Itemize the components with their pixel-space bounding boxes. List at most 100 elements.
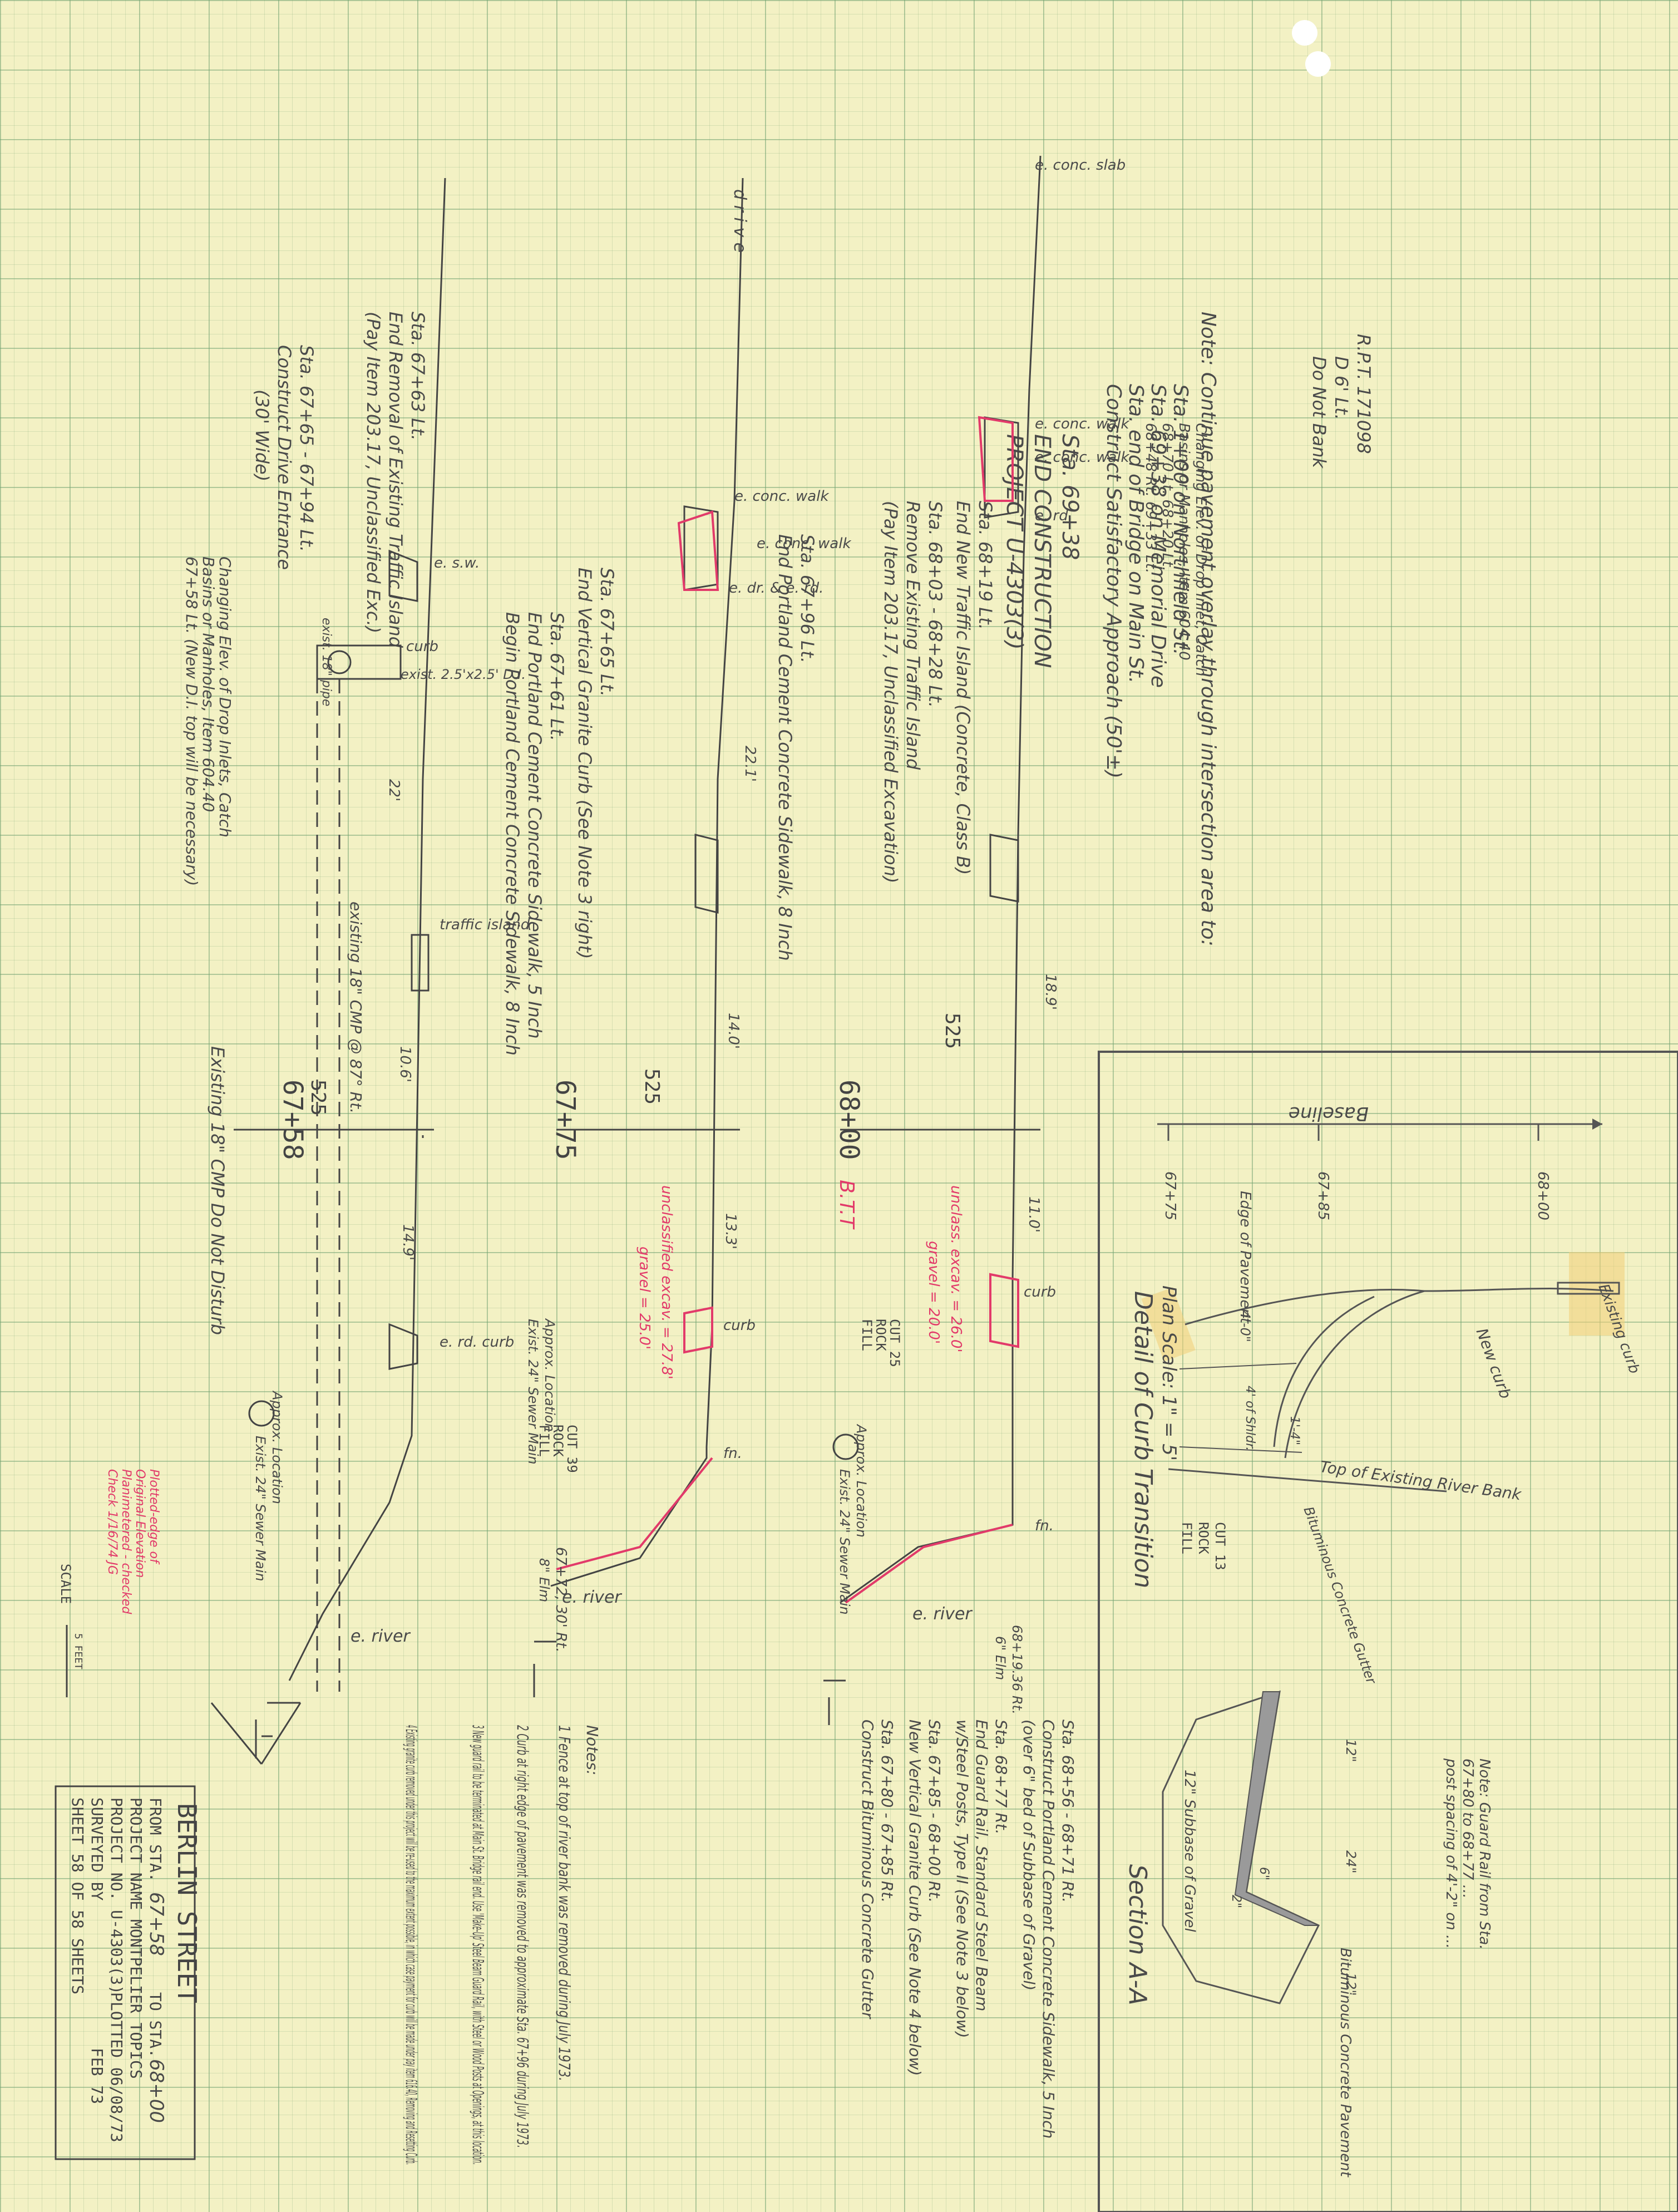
di-top-0: Changing Elev. of Drop Inlet, Catch <box>1192 423 1209 676</box>
numbered-notes: Notes: 1 Fence at top of river bank was … <box>402 1725 601 2165</box>
lr-4: End Guard Rail, Standard Steel Beam <box>973 1720 991 2011</box>
nn-0: Notes: <box>583 1725 601 1775</box>
di-top-1: Basins or Manholes, Item 604.40 <box>1176 423 1192 661</box>
xs2-walk-a: e. conc. walk <box>734 488 829 505</box>
xs2-dim-140: 14.0' <box>725 1013 742 1049</box>
section-dim-12a: 12" <box>1343 1739 1359 1762</box>
xs1-island: traffic island <box>440 917 530 933</box>
detail-sta-2: 67+85 <box>1315 1171 1331 1220</box>
elev-note-3: 6" Elm <box>993 1636 1008 1680</box>
tb-sheet: SHEET 58 OF 58 SHEETS <box>68 1797 87 1994</box>
di-top-3: 68+48 Rt. 69+33 Lt. <box>1142 423 1159 573</box>
xs1-elev: 525 <box>307 1080 329 1116</box>
top-notes: Note: Continue pavement overlay through … <box>1102 312 1220 947</box>
xs3-fn: fn. <box>1035 1518 1054 1534</box>
detail-existing-curb: Existing curb <box>1595 1282 1643 1376</box>
xs1-exist-di: exist. 2.5'x2.5' D.I. <box>401 667 526 682</box>
sewer-loc-a: Approx. Location <box>542 1318 557 1432</box>
tb-date: FEB 73 <box>88 2048 106 2104</box>
cmp-note: Existing 18" CMP Do Not Disturb <box>207 1046 228 1335</box>
elev-note-0: 67+72, 30' Rt. <box>552 1547 569 1653</box>
red-hw-0: Plotted-edge of <box>147 1469 161 1565</box>
tb-from-sta: 67+58 <box>145 1892 167 1956</box>
end-con-0: Sta. 69+38 <box>1057 434 1083 560</box>
detail-shoulder: 4' of Shldr. <box>1243 1386 1257 1451</box>
xs1-dim-106: 10.6' <box>397 1046 413 1082</box>
sewer-a-1: Exist. 24" Sewer Main <box>253 1436 268 1582</box>
cut-a-0: CUT 39 <box>564 1425 580 1473</box>
mid-12: Sta. 67+63 Lt. <box>407 312 428 441</box>
detail-baseline-label: Baseline <box>1289 1102 1369 1125</box>
nn-1: 1 Fence at top of river bank was removed… <box>555 1725 574 2081</box>
nn-3: 3 New guard rail to be terminated at Mai… <box>469 1725 487 2165</box>
xs2-station: 67+75 <box>550 1080 581 1160</box>
xs1-curb: curb <box>406 638 438 655</box>
detail-new-curb: New curb <box>1473 1326 1515 1401</box>
top-note-2: Sta. 69+38 on Memorial Drive <box>1147 384 1169 688</box>
lr-5: w/Steel Posts, Type II (See Note 3 below… <box>953 1720 971 2038</box>
punch-hole <box>1292 20 1317 46</box>
xs2-dim-221: 22.1' <box>742 746 758 782</box>
drop-inlet-top: Changing Elev. of Drop Inlet, Catch Basi… <box>1142 423 1209 676</box>
section-bit-pavement: Bituminous Concrete Pavement <box>1337 1948 1354 2177</box>
mid-0: Sta. 68+19 Lt. <box>975 501 996 630</box>
mid-17: (30' Wide) <box>251 390 273 481</box>
xs2-drive: d r i v e <box>730 189 749 253</box>
mid-6: End Portland Cement Concrete Sidewalk, 8… <box>774 534 796 961</box>
xs3-walk-a: e. conc. walk <box>1035 416 1129 432</box>
top-note-0: Note: Continue pavement overlay through … <box>1197 312 1220 947</box>
xs2-dr-rd: e. dr. & e. rd. <box>729 580 823 597</box>
tb-project-name: PROJECT NAME MONTPELIER TOPICS <box>127 1797 145 2079</box>
xs1-exist-pipe: exist. 18" pipe <box>319 618 333 706</box>
lower-right-notes: Sta. 68+56 - 68+71 Rt. Construct Portlan… <box>858 1720 1077 2139</box>
xs3-station: 68+00 <box>833 1080 865 1160</box>
detail-scale: Plan Scale: 1" = 5' <box>1158 1285 1180 1461</box>
mid-14: (Pay Item 203.17, Unclassified Exc.) <box>363 312 384 633</box>
detail-top-river: Top of Existing River Bank <box>1319 1457 1523 1504</box>
rpt-bank: Do Not Bank <box>1309 356 1330 469</box>
end-construction-block: Sta. 69+38 END CONSTRUCTION PROJECT U-43… <box>1001 434 1083 668</box>
red-markup-6800 <box>845 416 1019 1604</box>
xs3-slab: e. conc. slab <box>1035 157 1126 174</box>
end-con-1: END CONSTRUCTION <box>1029 434 1055 668</box>
red-b-1: gravel = 20.0' <box>925 1241 942 1344</box>
section-dim-2: 2" <box>1229 1895 1243 1908</box>
xs2-fn: fn. <box>723 1445 742 1462</box>
section-title: Section A-A <box>1123 1864 1152 2006</box>
existing-curb <box>1557 1282 1620 1295</box>
detail-sta-1: 67+75 <box>1162 1171 1178 1220</box>
xs1-station: 67+58 <box>277 1080 308 1160</box>
xs3-btt: B.T.T <box>835 1180 858 1230</box>
nn-2: 2 Curb at right edge of pavement was rem… <box>514 1725 532 2148</box>
xs3-dim-189: 18.9' <box>1042 974 1059 1010</box>
lr-1: Construct Portland Cement Concrete Sidew… <box>1039 1720 1058 2139</box>
di-left-1: Basins or Manholes, Item 604.40 <box>199 556 218 812</box>
cut-a-1: ROCK <box>550 1425 566 1457</box>
tb-project-no: PROJECT NO. U-4303(3) <box>107 1797 126 1994</box>
lr-6: Sta. 67+85 - 68+00 Rt. <box>925 1720 944 1903</box>
sewer-c-0: Approx. Location <box>853 1423 869 1538</box>
xs3-walk-b: e. conc. walk <box>1035 449 1129 466</box>
mid-5: Sta. 67+96 Lt. <box>797 534 818 663</box>
lr-2: (over 6" bed of Subbase of Gravel) <box>1020 1720 1038 1991</box>
detail-bit-gutter: Bituminous Concrete Gutter <box>1301 1505 1380 1687</box>
mid-notes: Sta. 68+19 Lt. End New Traffic Island (C… <box>251 312 996 1056</box>
curb-transition-detail: Baseline 67+75 67+85 68+00 Detail of Cur… <box>1098 1051 1678 2212</box>
mid-10: End Portland Cement Concrete Sidewalk, 5… <box>524 612 545 1039</box>
red-b-0: unclass. excav. = 26.0' <box>947 1185 964 1353</box>
elev-note-2: 68+19.36 Rt. <box>1009 1625 1025 1715</box>
detail-fill: FILL <box>1179 1522 1195 1554</box>
rpt-block: R.P.T. 171098 D 6' Lt. Do Not Bank <box>1309 334 1374 469</box>
sewer-a-0: Approx. Location <box>269 1390 285 1504</box>
lr-3: Sta. 68+77 Rt. <box>992 1720 1010 1835</box>
sewer-c-1: Exist. 24" Sewer Main <box>837 1469 852 1615</box>
mid-15: Sta. 67+65 - 67+94 Lt. <box>296 345 317 552</box>
xs3-river: e. river <box>912 1604 973 1624</box>
tb-plotted: PLOTTED 06/08/73 <box>107 1992 126 2142</box>
top-note-3: Sta. end of Bridge on Main St. <box>1124 384 1147 683</box>
xs3-rd: e. rd. <box>1035 508 1073 524</box>
section-subbase: 12" Subbase of Gravel <box>1181 1770 1198 1933</box>
detail-title: Detail of Curb Transition <box>1129 1291 1157 1588</box>
detail-4ft: 4'-0" <box>1237 1311 1253 1342</box>
mid-1: End New Traffic Island (Concrete, Class … <box>952 501 974 875</box>
